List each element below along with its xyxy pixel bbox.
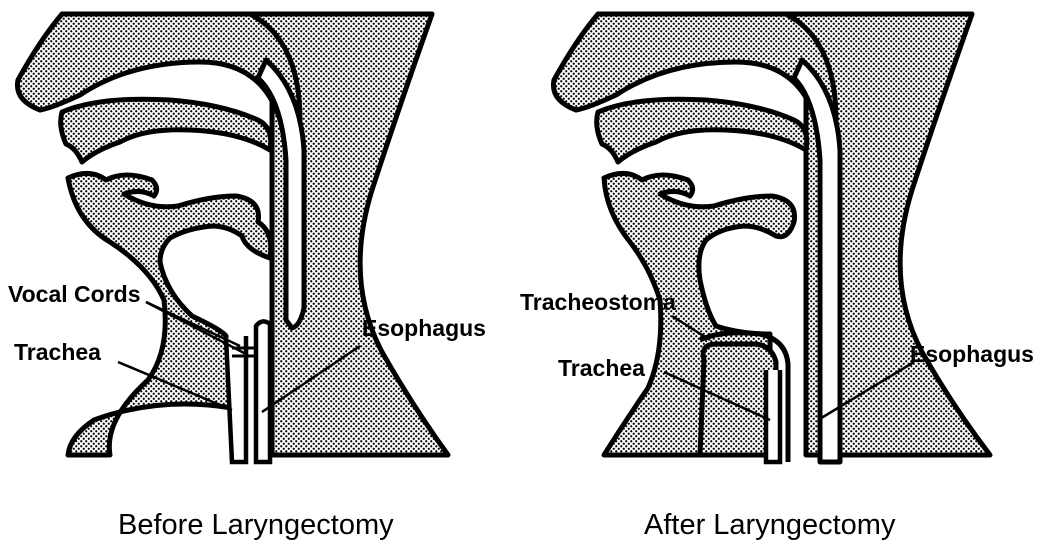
before-esophagus-label: Esophagus xyxy=(362,315,486,341)
before-panel: Vocal Cords Trachea Esophagus Before Lar… xyxy=(8,14,486,541)
before-vocal-cords-label: Vocal Cords xyxy=(8,281,141,307)
before-tongue-tissue xyxy=(61,99,271,162)
after-panel: Tracheostoma Trachea Esophagus After Lar… xyxy=(520,14,1034,541)
before-esophagus-tube xyxy=(256,321,270,462)
after-trachea-tube xyxy=(766,370,780,462)
after-tongue-tissue xyxy=(597,99,807,162)
after-tracheostoma-label: Tracheostoma xyxy=(520,289,676,315)
after-esophagus-label: Esophagus xyxy=(910,341,1034,367)
before-trachea-label: Trachea xyxy=(14,339,101,365)
before-caption: Before Laryngectomy xyxy=(118,509,394,541)
after-caption: After Laryngectomy xyxy=(644,509,896,541)
after-trachea-label: Trachea xyxy=(558,355,645,381)
